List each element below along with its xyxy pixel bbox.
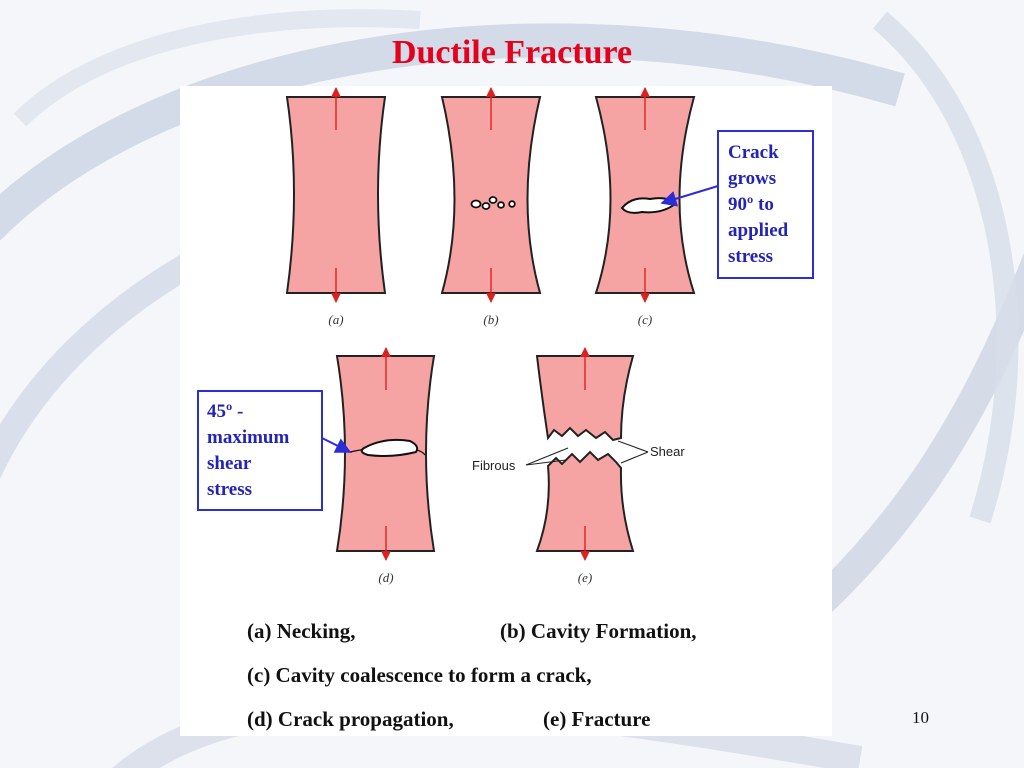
cavities [470, 196, 516, 210]
caption-cavity-coalescence: (c) Cavity coalescence to form a crack, [247, 663, 592, 687]
fibrous-leader-1 [525, 447, 569, 466]
panel-label-a: (a) [328, 312, 343, 327]
callout-c-line: stress [728, 246, 773, 267]
shear-leader-2 [620, 451, 649, 464]
panel-label-d: (d) [378, 570, 393, 585]
svg-text:45º - maximum: 45º - maximum shear stress [207, 401, 294, 500]
diagram-panel: Crack grows 90º to applied stress 45º - … [180, 86, 832, 736]
callout-d-line: stress [207, 479, 252, 500]
caption-crack-propagation: (d) Crack propagation, [247, 707, 454, 731]
callout-arrow-c [660, 185, 719, 207]
caption-necking: (a) Necking, [247, 619, 356, 643]
specimen-c [594, 87, 719, 303]
callout-arrow-d [317, 435, 352, 453]
callout-crack-grows: Crack grows 90º to applied stress [717, 130, 814, 279]
callout-c-line: Crack [728, 142, 779, 163]
panel-label-c: (c) [638, 312, 652, 327]
label-shear: Shear [650, 444, 685, 459]
label-fibrous: Fibrous [472, 458, 516, 473]
specimen-b [440, 87, 542, 303]
ductile-fracture-diagram: Crack grows 90º to applied stress 45º - … [197, 87, 814, 585]
callout-c-line: 90º to [728, 194, 774, 215]
callout-45-shear: 45º - maximum shear stress [197, 390, 323, 511]
caption-fracture: (e) Fracture [543, 707, 651, 731]
fibrous-leader-2 [525, 459, 567, 466]
slide-title: Ductile Fracture [391, 34, 633, 71]
shear-leader-1 [617, 440, 649, 453]
callout-d-line: shear [207, 453, 252, 474]
callout-c-line: grows [728, 168, 776, 189]
specimen-e: Fibrous Shear [472, 347, 685, 561]
specimen-d [317, 347, 436, 561]
panel-label-b: (b) [483, 312, 498, 327]
caption-cavity-formation: (b) Cavity Formation, [500, 619, 697, 643]
page-number: 10 [912, 708, 929, 727]
panel-label-e: (e) [578, 570, 592, 585]
svg-text:Crack grows 90: Crack grows 90º to applied stress [728, 142, 793, 267]
callout-d-line: 45º - [207, 401, 243, 422]
specimen-a [285, 87, 387, 303]
callout-d-line: maximum [207, 427, 290, 448]
callout-c-line: applied [728, 220, 789, 241]
